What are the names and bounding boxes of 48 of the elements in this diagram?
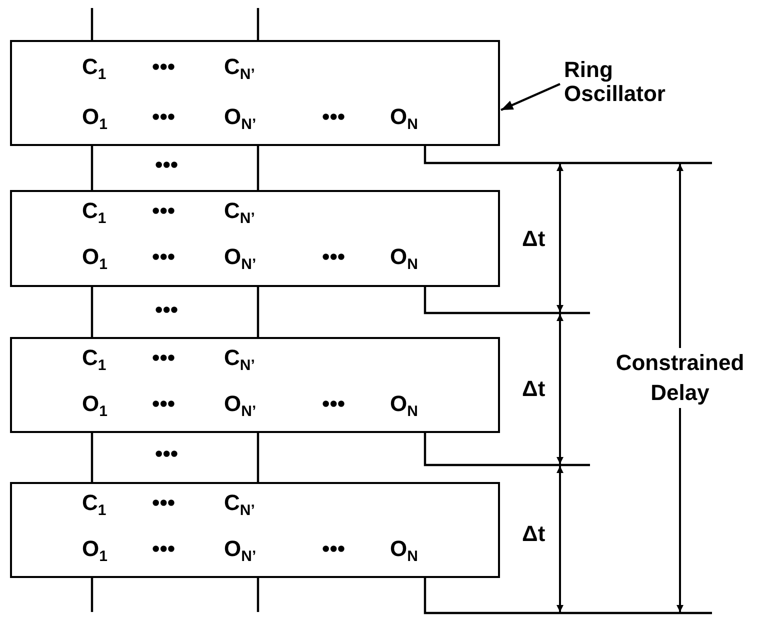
wire (256, 8, 260, 40)
pin-label: O$_{N}$ (390, 391, 418, 417)
pin-label: O$_{1}$ (82, 244, 108, 270)
ellipsis: ••• (322, 244, 346, 270)
ellipsis: ••• (152, 490, 176, 516)
pin-label: C$_{N’}$ (224, 54, 255, 80)
pin-label: C$_{1}$ (82, 490, 106, 516)
pin-label: O$_{1}$ (82, 104, 108, 130)
wire (256, 287, 260, 337)
wire (256, 146, 260, 190)
pin-label: O$_{N’}$ (224, 104, 256, 130)
wire (90, 433, 94, 482)
ellipsis: ••• (322, 391, 346, 417)
pin-label: O$_{1}$ (82, 536, 108, 562)
pin-label: C$_{N’}$ (224, 345, 255, 371)
wire (90, 287, 94, 337)
ring-oscillator-stage-box (10, 482, 500, 578)
pin-label: C$_{N’}$ (224, 490, 255, 516)
wire (256, 578, 260, 612)
wire (90, 146, 94, 190)
pin-label: O$_{N}$ (390, 536, 418, 562)
ring-oscillator-stage-box (10, 190, 500, 287)
ellipsis: ••• (322, 104, 346, 130)
ring-oscillator-stage-box (10, 337, 500, 433)
pin-label: C$_{1}$ (82, 198, 106, 224)
pin-label: O$_{N}$ (390, 244, 418, 270)
ellipsis: ••• (152, 345, 176, 371)
pin-label: O$_{N’}$ (224, 391, 256, 417)
ellipsis: ••• (322, 536, 346, 562)
pin-label: C$_{1}$ (82, 54, 106, 80)
wire (90, 578, 94, 612)
leader-arrow (500, 83, 560, 111)
ellipsis: ••• (152, 198, 176, 224)
ellipsis: ••• (152, 391, 176, 417)
ellipsis: ••• (152, 54, 176, 80)
pin-label: C$_{1}$ (82, 345, 106, 371)
wire (256, 433, 260, 482)
pin-label: O$_{1}$ (82, 391, 108, 417)
pin-label: O$_{N}$ (390, 104, 418, 130)
callout-text: Ring Oscillator (564, 58, 684, 106)
ring-oscillator-stage-box (10, 40, 500, 146)
wire (90, 8, 94, 40)
ellipsis: ••• (152, 536, 176, 562)
ellipsis: ••• (152, 104, 176, 130)
pin-label: O$_{N’}$ (224, 244, 256, 270)
ellipsis: ••• (152, 244, 176, 270)
pin-label: O$_{N’}$ (224, 536, 256, 562)
pin-label: C$_{N’}$ (224, 198, 255, 224)
